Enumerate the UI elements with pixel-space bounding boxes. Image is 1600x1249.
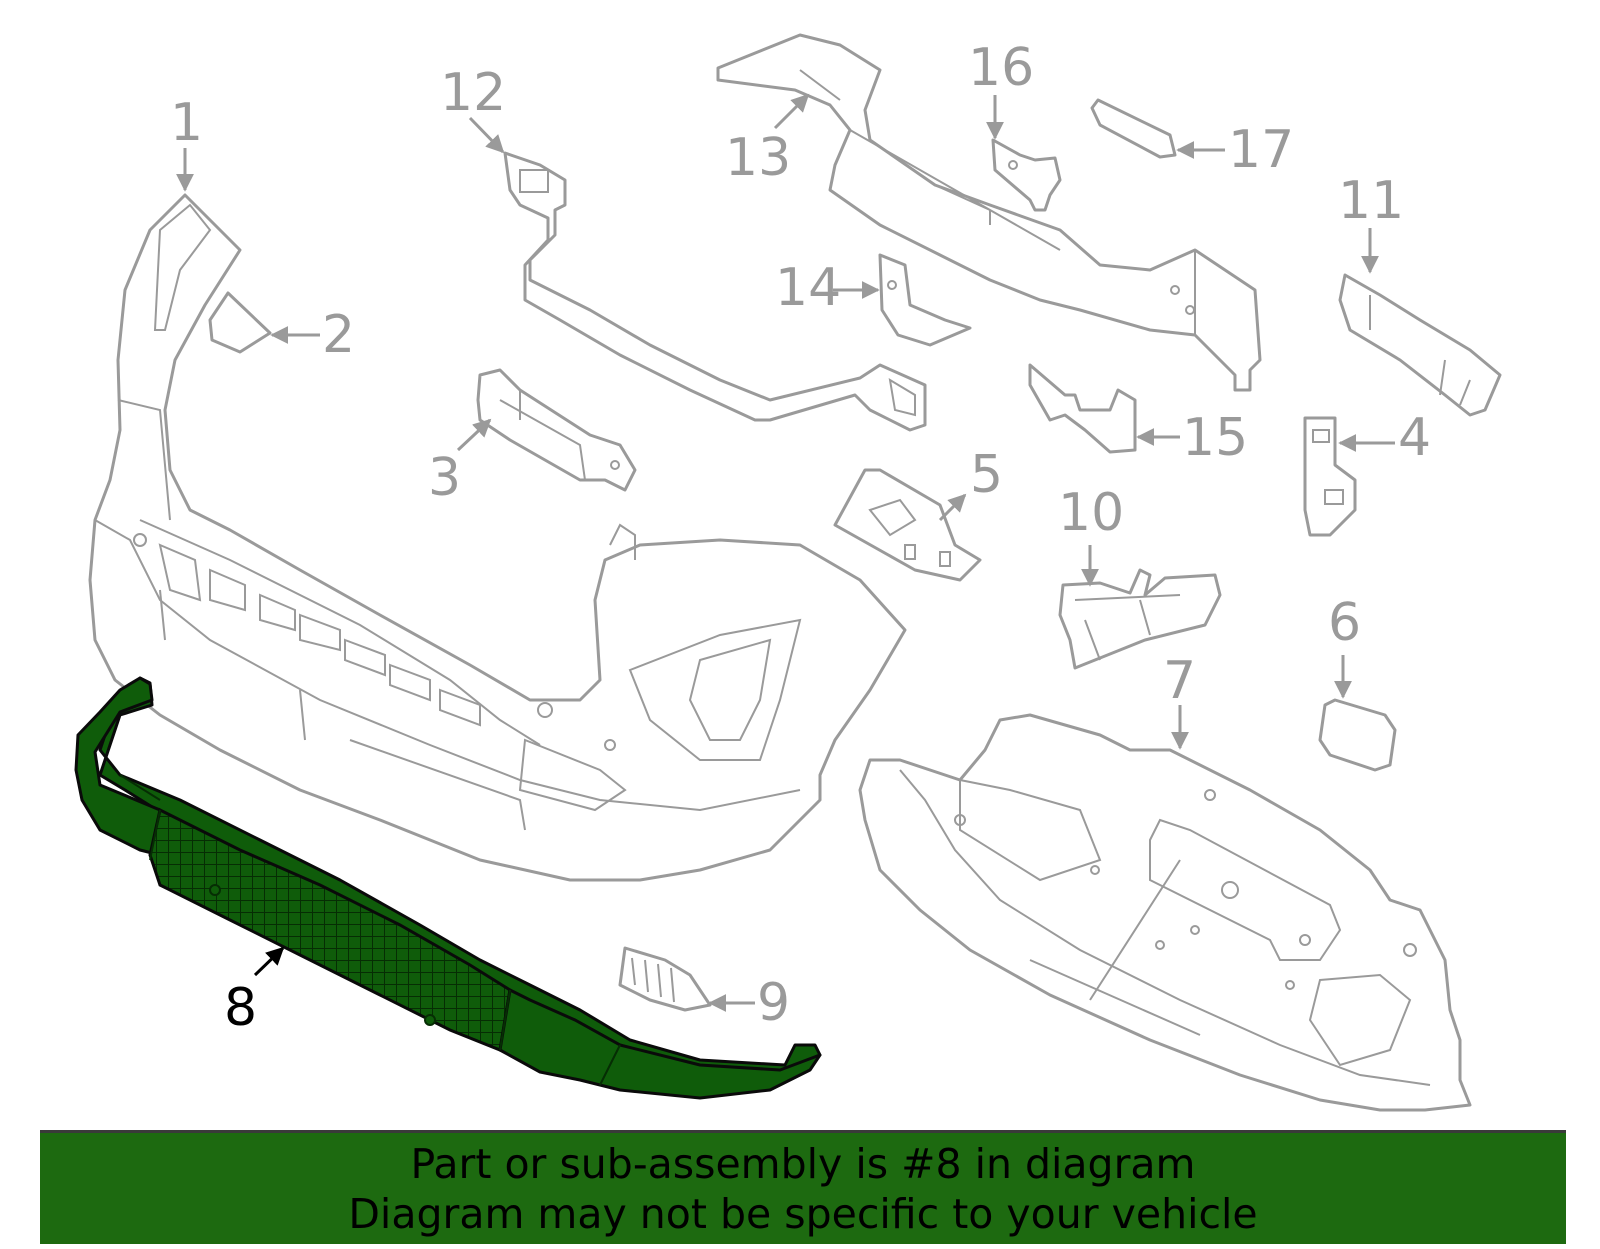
callout-2: 2 (322, 305, 355, 365)
part-4-bracket (1303, 416, 1357, 537)
part-10-bracket (1058, 568, 1222, 670)
callout-6: 6 (1328, 593, 1361, 653)
callout-8[interactable]: 8 (224, 978, 257, 1038)
info-banner: Part or sub-assembly is #8 in diagram Di… (40, 1130, 1566, 1244)
banner-line-part: Part or sub-assembly is #8 in diagram (410, 1139, 1196, 1188)
callout-16: 16 (968, 38, 1034, 98)
callout-17: 17 (1228, 120, 1294, 180)
part-2-reflector (208, 291, 272, 354)
callout-5: 5 (970, 445, 1003, 505)
callout-15: 15 (1182, 408, 1248, 468)
callout-4: 4 (1398, 408, 1431, 468)
part-9-reflector (618, 946, 712, 1012)
callout-labels: 1 2 3 4 5 6 7 8 9 10 11 12 13 14 15 16 1… (170, 38, 1431, 1038)
callout-9: 9 (757, 973, 790, 1033)
part-1-bumper-cover (88, 193, 907, 882)
part-12-bracket (503, 151, 927, 432)
callout-7: 7 (1163, 651, 1196, 711)
part-8-lower-valance[interactable] (74, 676, 822, 1100)
part-17-strip (1090, 98, 1177, 159)
callout-3: 3 (428, 448, 461, 508)
callout-14: 14 (775, 258, 841, 318)
part-15-bracket (1028, 363, 1137, 454)
part-5-bracket (833, 468, 982, 582)
part-3-bracket (476, 368, 637, 492)
callout-leaders (176, 93, 1395, 1012)
part-13-reinforcement-beam (716, 33, 1262, 392)
part-16-clip (991, 138, 1062, 212)
callout-10: 10 (1058, 483, 1124, 543)
callout-1: 1 (170, 93, 203, 153)
banner-line-disclaimer: Diagram may not be specific to your vehi… (348, 1189, 1258, 1238)
callout-13: 13 (725, 128, 791, 188)
callout-11: 11 (1338, 171, 1404, 231)
callout-12: 12 (440, 63, 506, 123)
part-11-bracket (1338, 273, 1502, 417)
part-14-bracket (878, 253, 972, 347)
part-7-under-shield (858, 713, 1472, 1112)
part-6-plug (1318, 698, 1397, 772)
